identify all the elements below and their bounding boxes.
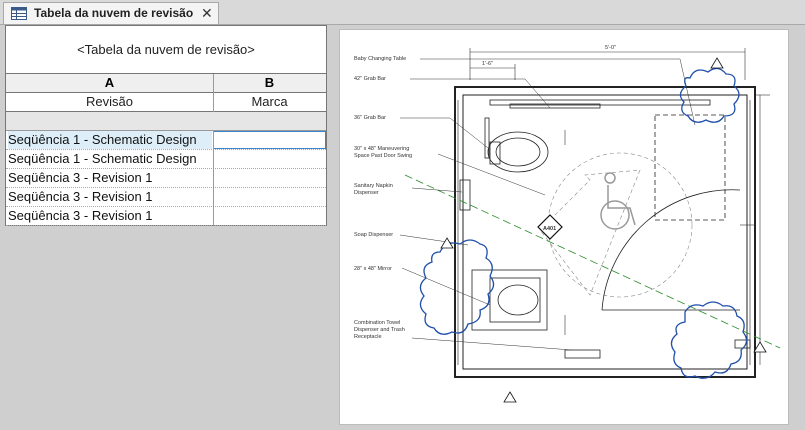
fixtures xyxy=(459,99,751,359)
table-row[interactable]: Seqüência 1 - Schematic Design xyxy=(6,150,326,169)
dimension-top-text: 5'-0" xyxy=(605,45,616,51)
drawing-sheet-view[interactable]: 5'-0" 1'-6" xyxy=(339,29,789,425)
field-header-marca[interactable]: Marca xyxy=(213,93,326,112)
cell-revisao[interactable]: Seqüência 1 - Schematic Design xyxy=(8,151,197,166)
revision-tag-icons xyxy=(440,57,767,403)
column-divider xyxy=(213,74,214,112)
tab-title: Tabela da nuvem de revisão xyxy=(34,6,194,20)
field-header-revisao[interactable]: Revisão xyxy=(6,93,213,112)
wheelchair-icon xyxy=(600,172,636,230)
label-maneuvering-2: Space Past Door Swing xyxy=(354,153,412,159)
leader-lines xyxy=(399,58,696,351)
label-baby-changing-table: Baby Changing Table xyxy=(354,56,406,62)
section-tag-text: A401 xyxy=(543,226,556,232)
column-divider xyxy=(213,131,214,226)
schedule-table-icon xyxy=(11,7,27,20)
cell-marca[interactable] xyxy=(213,207,326,225)
close-icon[interactable]: ✕ xyxy=(201,5,213,21)
section-line xyxy=(404,174,781,349)
turning-circle xyxy=(539,152,693,298)
revision-cloud[interactable] xyxy=(670,301,748,379)
label-towel-2: Dispenser and Trash xyxy=(354,327,405,333)
table-row[interactable]: Seqüência 3 - Revision 1 xyxy=(6,169,326,188)
cell-revisao[interactable]: Seqüência 1 - Schematic Design xyxy=(8,131,212,149)
document-tab-bar: Tabela da nuvem de revisão ✕ xyxy=(0,0,805,25)
dimension-lines xyxy=(469,48,770,365)
label-mirror: 28" x 48" Mirror xyxy=(354,266,392,272)
label-soap-dispenser: Soap Dispenser xyxy=(354,232,393,238)
table-row[interactable]: Seqüência 3 - Revision 1 xyxy=(6,188,326,207)
dimension-small-text: 1'-6" xyxy=(482,61,493,67)
revision-cloud[interactable] xyxy=(679,67,740,123)
schedule-header-gap xyxy=(6,112,326,131)
tab-schedule[interactable]: Tabela da nuvem de revisão ✕ xyxy=(3,2,219,24)
label-towel-3: Receptacle xyxy=(354,334,382,340)
cell-revisao[interactable]: Seqüência 3 - Revision 1 xyxy=(8,170,153,185)
cell-marca[interactable] xyxy=(213,188,326,206)
revision-cloud[interactable] xyxy=(419,239,495,335)
cell-marca[interactable] xyxy=(213,150,326,168)
table-row[interactable]: Seqüência 3 - Revision 1 xyxy=(6,207,326,226)
cell-revisao[interactable]: Seqüência 3 - Revision 1 xyxy=(8,208,153,223)
cell-marca[interactable] xyxy=(213,169,326,187)
door-swing-arc xyxy=(601,189,741,311)
label-napkin-1: Sanitary Napkin xyxy=(354,183,393,189)
revision-cloud-schedule: <Tabela da nuvem de revisão> A B Revisão… xyxy=(5,25,327,226)
cell-revisao[interactable]: Seqüência 3 - Revision 1 xyxy=(8,189,153,204)
label-towel-1: Combination Towel xyxy=(354,320,400,326)
label-napkin-2: Dispenser xyxy=(354,190,379,196)
schedule-title: <Tabela da nuvem de revisão> xyxy=(6,26,326,74)
cell-marca[interactable] xyxy=(213,131,326,149)
column-header-a[interactable]: A xyxy=(6,74,213,93)
floor-plan-drawing: 5'-0" 1'-6" xyxy=(354,45,781,403)
label-maneuvering-1: 30" x 48" Maneuvering xyxy=(354,146,409,152)
table-row[interactable]: Seqüência 1 - Schematic Design xyxy=(6,131,326,150)
section-tag-icon: A401 xyxy=(537,214,563,240)
label-36-grab-bar: 36" Grab Bar xyxy=(354,115,386,121)
column-header-b[interactable]: B xyxy=(213,74,326,93)
room-walls xyxy=(454,86,756,378)
label-42-grab-bar: 42" Grab Bar xyxy=(354,76,386,82)
